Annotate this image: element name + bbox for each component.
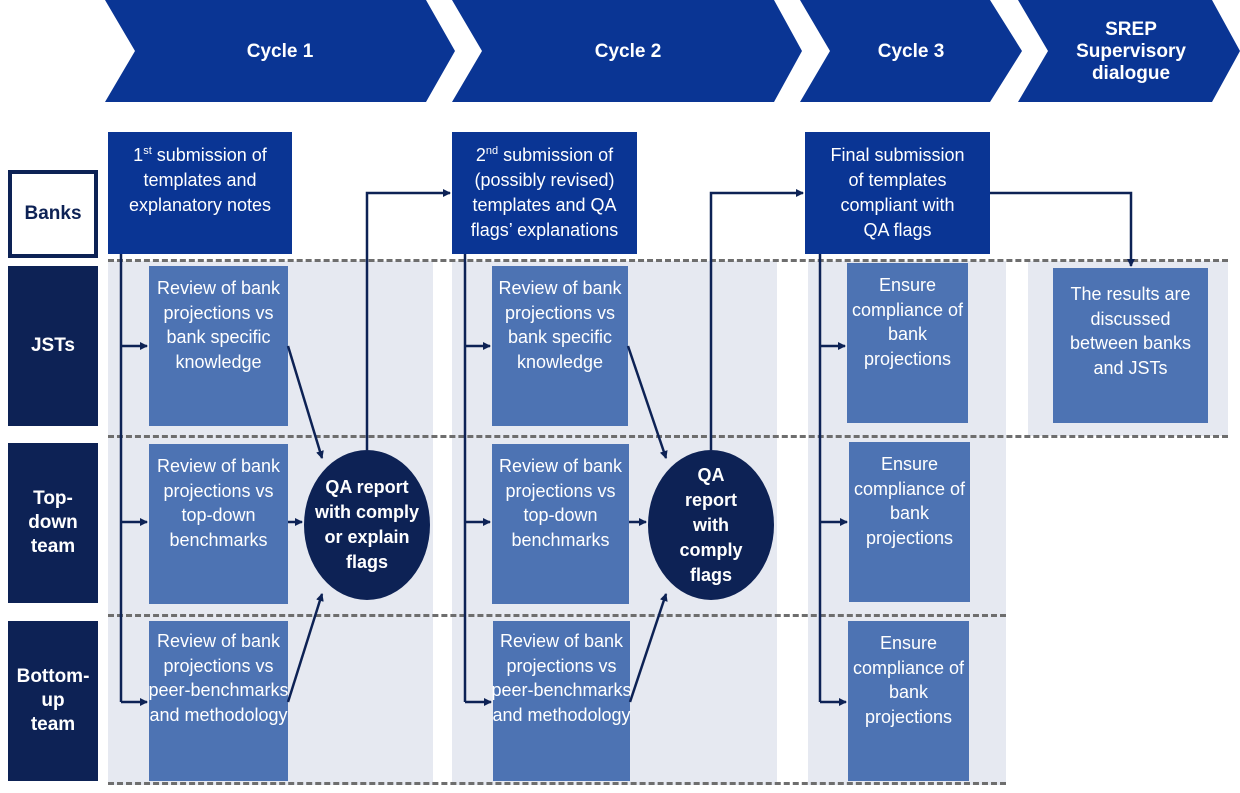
divider (108, 435, 1228, 438)
row-label-banks-text: Banks (24, 203, 82, 224)
header-cycle1-label: Cycle 1 (246, 41, 314, 62)
cycle2-submission-line1: 2nd submission of (475, 145, 614, 165)
header-cycle3-label: Cycle 3 (877, 41, 945, 62)
cycle3-submission-line4: QA flags (863, 220, 932, 240)
cycle3-submission-line2: of templates (848, 170, 947, 190)
chevron-srep (1018, 0, 1240, 102)
header-srep-line3: dialogue (1091, 63, 1171, 84)
cycle3-bottomup-ensure: Ensure compliance of bank projections (848, 621, 969, 781)
header-cycle3: Cycle 3 (830, 30, 992, 74)
cycle2-submission-line3: templates and QA (472, 195, 617, 215)
header-cycle2-label: Cycle 2 (594, 41, 662, 62)
cycle2-submission-box: 2nd submission of (possibly revised) tem… (452, 132, 637, 254)
row-label-topdown: Top- down team (8, 443, 98, 603)
divider (108, 259, 1228, 262)
cycle2-qa-report-text: QA report with comply flags (679, 464, 743, 585)
row-label-bottomup: Bottom- up team (8, 621, 98, 781)
cycle3-jst-ensure: Ensure compliance of bank projections (847, 263, 968, 423)
arrow-cycle3-to-srep (990, 191, 1135, 267)
cycle2-submission-line4: flags’ explanations (470, 220, 619, 240)
chevron-cycle2 (452, 0, 802, 102)
cycle1-jst-review-text: Review of bank projections vs bank speci… (156, 278, 281, 372)
header-srep: SREP Supervisory dialogue (1048, 16, 1214, 88)
cycle1-topdown-review: Review of bank projections vs top-down b… (149, 444, 288, 604)
row-label-banks: Banks (8, 170, 98, 258)
cycle1-bottomup-review: Review of bank projections vs peer-bench… (148, 621, 289, 781)
cycle1-jst-review: Review of bank projections vs bank speci… (149, 266, 288, 426)
cycle2-topdown-review: Review of bank projections vs top-down b… (492, 444, 629, 604)
header-cycle1: Cycle 1 (135, 30, 425, 74)
chevron-cycle1 (105, 0, 455, 102)
row-label-topdown-line3: team (30, 536, 76, 557)
cycle2-qa-report: QA report with comply flags (648, 450, 774, 600)
cycle2-bottomup-review: Review of bank projections vs peer-bench… (491, 621, 632, 781)
cycle2-jst-review: Review of bank projections vs bank speci… (492, 266, 628, 426)
divider (108, 614, 1006, 617)
cycle1-qa-report-text: QA report with comply or explain flags (314, 477, 419, 572)
srep-results-box: The results are discussed between banks … (1053, 268, 1208, 423)
row-label-jsts: JSTs (8, 266, 98, 426)
cycle2-submission-line2: (possibly revised) (474, 170, 615, 190)
row-label-bottomup-line2: up (41, 690, 65, 711)
header-srep-line1: SREP (1105, 19, 1157, 40)
cycle2-bottomup-review-text: Review of bank projections vs peer-bench… (491, 631, 632, 725)
cycle1-qa-report: QA report with comply or explain flags (304, 450, 430, 600)
cycle3-topdown-ensure-text: Ensure compliance of bank projections (853, 454, 966, 548)
cycle1-submission-line3: explanatory notes (128, 195, 272, 215)
cycle3-jst-ensure-text: Ensure compliance of bank projections (851, 275, 964, 369)
cycle3-submission-box: Final submission of templates compliant … (805, 132, 990, 254)
cycle3-submission-line1: Final submission (830, 145, 965, 165)
cycle3-bottomup-ensure-text: Ensure compliance of bank projections (852, 633, 965, 727)
cycle1-topdown-review-text: Review of bank projections vs top-down b… (156, 456, 281, 550)
row-label-bottomup-line3: team (30, 714, 76, 735)
cycle1-submission-line2: templates and (143, 170, 257, 190)
cycle1-bottomup-review-text: Review of bank projections vs peer-bench… (148, 631, 289, 725)
row-label-topdown-line2: down (28, 512, 78, 533)
cycle2-jst-review-text: Review of bank projections vs bank speci… (498, 278, 622, 372)
cycle2-topdown-review-text: Review of bank projections vs top-down b… (498, 456, 623, 550)
header-cycle2: Cycle 2 (482, 30, 774, 74)
header-srep-line2: Supervisory (1076, 41, 1186, 62)
header-chevrons (105, 0, 1240, 102)
cycle3-submission-line3: compliant with (840, 195, 955, 215)
row-label-bottomup-line1: Bottom- (16, 666, 90, 687)
row-label-jsts-text: JSTs (30, 335, 75, 356)
cycle1-submission-line1: 1st submission of (133, 145, 267, 165)
srep-results-text: The results are discussed between banks … (1069, 284, 1192, 378)
cycle3-topdown-ensure: Ensure compliance of bank projections (849, 442, 970, 602)
row-label-topdown-line1: Top- (33, 488, 73, 509)
divider (108, 782, 1006, 785)
cycle1-submission-box: 1st submission of templates and explanat… (108, 132, 292, 254)
chevron-cycle3 (800, 0, 1022, 102)
